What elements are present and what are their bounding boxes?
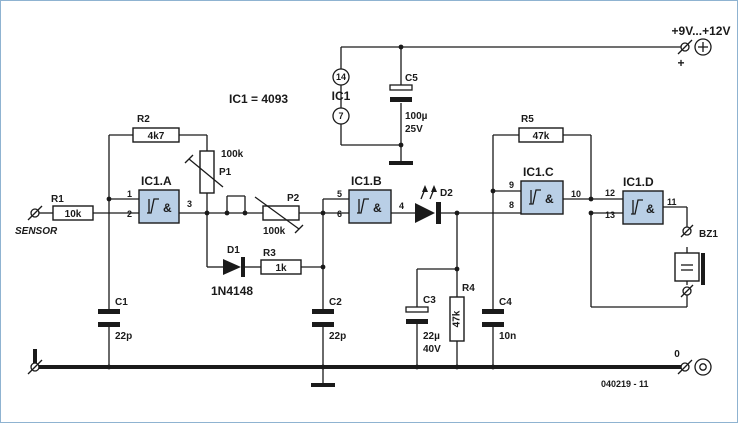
- gate-ic1b-pin6: 6: [337, 209, 342, 219]
- p2-name: P2: [287, 193, 300, 204]
- ic-note: IC1 = 4093: [229, 92, 288, 106]
- capacitor-c5: [389, 84, 413, 102]
- diode-d1: [223, 257, 245, 277]
- buzzer-bz1: [674, 224, 705, 298]
- gate-ic1c-pin8: 8: [509, 200, 514, 210]
- c4-value: 10n: [499, 331, 516, 342]
- ic-pin-14: [332, 68, 350, 86]
- sensor-label: SENSOR: [15, 226, 58, 237]
- c4-name: C4: [499, 297, 512, 308]
- gate-ic1b-name: IC1.B: [351, 174, 382, 188]
- gate-ic1c-symbol: &: [545, 192, 554, 206]
- diode-d2-led: [415, 185, 441, 224]
- gate-ic1a-pin1: 1: [127, 189, 132, 199]
- gate-ic1a-pin3: 3: [187, 199, 192, 209]
- r5-value: 47k: [533, 131, 550, 142]
- gate-ic1c-name: IC1.C: [523, 165, 554, 179]
- gate-ic1d-pin12: 12: [605, 188, 615, 198]
- d2-name: D2: [440, 188, 453, 199]
- gate-ic1c-pin10: 10: [571, 189, 581, 199]
- p2-value: 100k: [263, 226, 286, 237]
- capacitor-c4: [482, 309, 504, 327]
- r2-name: R2: [137, 114, 150, 125]
- resistor-r5: [518, 127, 564, 143]
- gate-ic1c: &: [520, 180, 564, 215]
- gate-ic1a-pin2: 2: [127, 209, 132, 219]
- d1-part: 1N4148: [211, 284, 253, 298]
- r3-name: R3: [263, 248, 276, 259]
- ic-power-name: IC1: [332, 89, 351, 103]
- resistor-r4: [449, 296, 465, 342]
- p1-name: P1: [219, 167, 232, 178]
- capacitor-c1: [98, 309, 120, 327]
- gate-ic1d-symbol: &: [646, 202, 655, 216]
- r3-value: 1k: [275, 263, 287, 274]
- r2-value: 4k7: [148, 131, 165, 142]
- r5-name: R5: [521, 114, 534, 125]
- figure-id: 040219 - 11: [601, 379, 649, 389]
- c5-value: 100µ: [405, 111, 428, 122]
- junctions: [106, 44, 594, 370]
- gate-ic1d-pin13: 13: [605, 210, 615, 220]
- gate-ic1b: &: [348, 189, 392, 224]
- gate-ic1d-pin11: 11: [667, 197, 677, 207]
- c3-name: C3: [423, 295, 436, 306]
- gate-ic1b-pin4: 4: [399, 201, 404, 211]
- c2-name: C2: [329, 297, 342, 308]
- ic-pin-14-label: 14: [336, 72, 346, 82]
- ground-label: 0: [674, 349, 680, 360]
- d1-name: D1: [227, 245, 240, 256]
- c5-voltage: 25V: [405, 124, 423, 135]
- potentiometer-p1: [184, 150, 224, 194]
- supply-terminal: [677, 38, 712, 56]
- c3-value: 22µ: [423, 331, 440, 342]
- resistor-r1: [52, 205, 94, 221]
- gate-ic1d: &: [622, 190, 664, 225]
- c2-value: 22p: [329, 331, 346, 342]
- c1-value: 22p: [115, 331, 132, 342]
- r1-value: 10k: [65, 209, 82, 220]
- supply-plus-label: +: [677, 56, 684, 70]
- ground-terminal: [27, 358, 712, 376]
- ic-pin-7-label: 7: [338, 111, 343, 121]
- p1-value: 100k: [221, 149, 244, 160]
- gate-ic1d-name: IC1.D: [623, 175, 654, 189]
- supply-label: +9V...+12V: [672, 24, 731, 38]
- gate-ic1a: &: [138, 189, 180, 224]
- resistor-r3: [260, 259, 302, 275]
- c3-voltage: 40V: [423, 344, 441, 355]
- gate-ic1b-symbol: &: [373, 201, 382, 215]
- r4-name: R4: [462, 283, 475, 294]
- capacitor-c3: [405, 306, 429, 324]
- r4-value: 47k: [452, 310, 463, 327]
- gate-ic1a-symbol: &: [163, 201, 172, 215]
- gate-ic1a-name: IC1.A: [141, 174, 172, 188]
- sensor-terminal: [27, 205, 43, 221]
- c1-name: C1: [115, 297, 128, 308]
- capacitor-c2: [312, 309, 334, 327]
- potentiometer-p2: [254, 196, 304, 234]
- c5-name: C5: [405, 73, 418, 84]
- gate-ic1b-pin5: 5: [337, 189, 342, 199]
- gate-ic1c-pin9: 9: [509, 180, 514, 190]
- wires: [35, 46, 688, 383]
- r1-name: R1: [51, 194, 64, 205]
- ic-pin-7: [332, 107, 350, 125]
- resistor-r2: [132, 127, 180, 143]
- buzzer-name: BZ1: [699, 229, 718, 240]
